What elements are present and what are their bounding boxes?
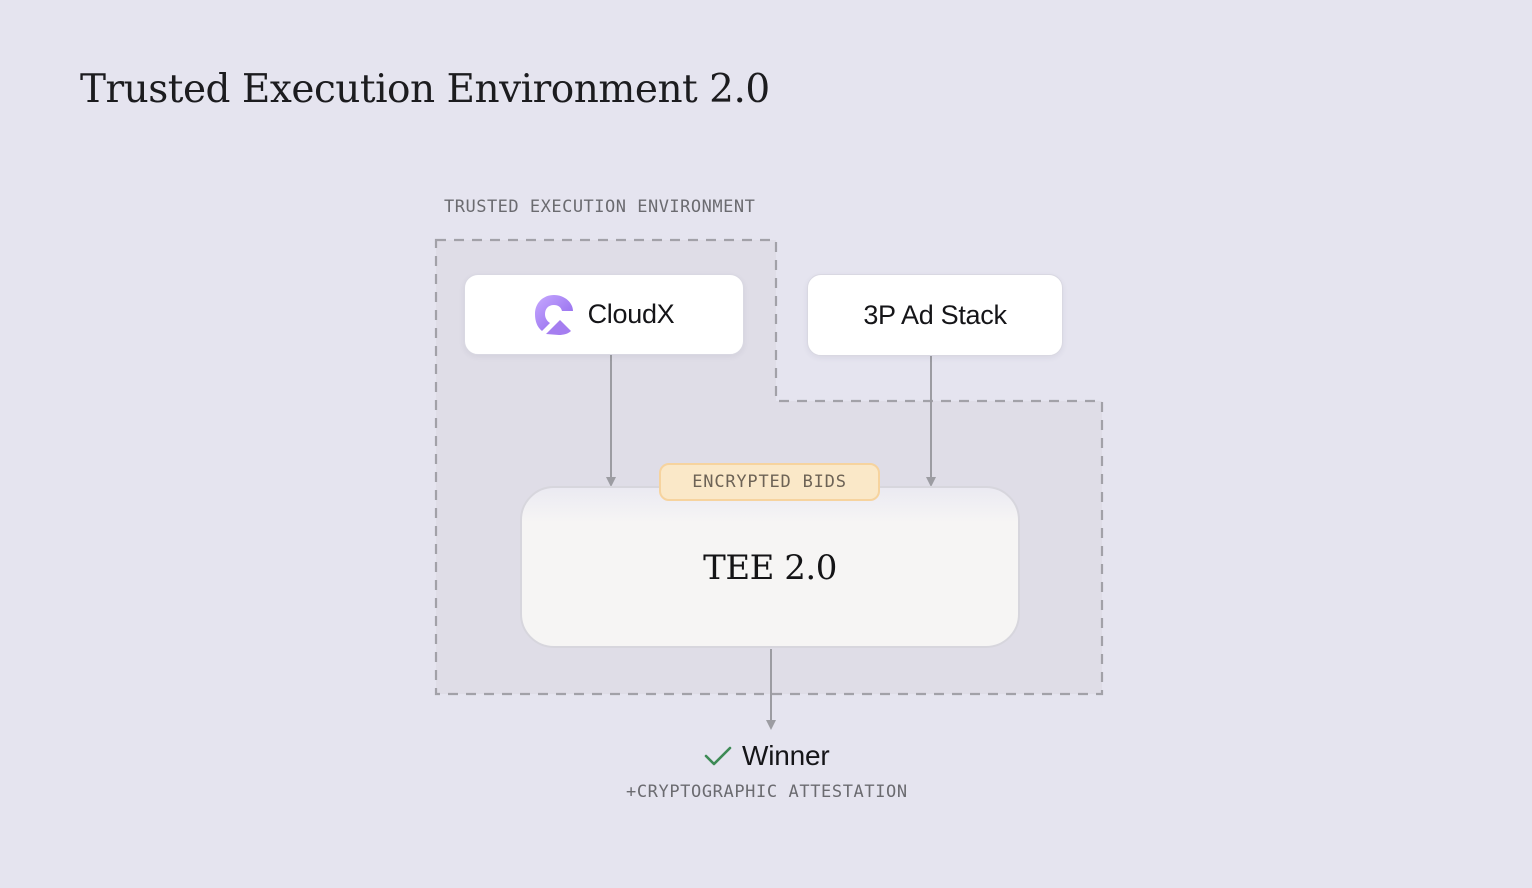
winner-output: Winner [704,736,830,776]
cloudx-logo-icon [534,294,573,335]
tee-label: TEE 2.0 [703,548,837,588]
check-icon [704,746,732,766]
attestation-label: +CRYPTOGRAPHIC ATTESTATION [626,782,908,802]
encrypted-bids-badge: ENCRYPTED BIDS [659,463,880,501]
third-party-ad-stack-node: 3P Ad Stack [807,274,1063,356]
cloudx-node: CloudX [464,274,744,355]
page-title: Trusted Execution Environment 2.0 [80,67,770,112]
cloudx-label: CloudX [587,299,675,329]
third-party-label: 3P Ad Stack [863,299,1007,330]
winner-label: Winner [742,740,830,771]
tee-region-label: TRUSTED EXECUTION ENVIRONMENT [444,197,756,217]
tee-node: TEE 2.0 [520,486,1020,648]
